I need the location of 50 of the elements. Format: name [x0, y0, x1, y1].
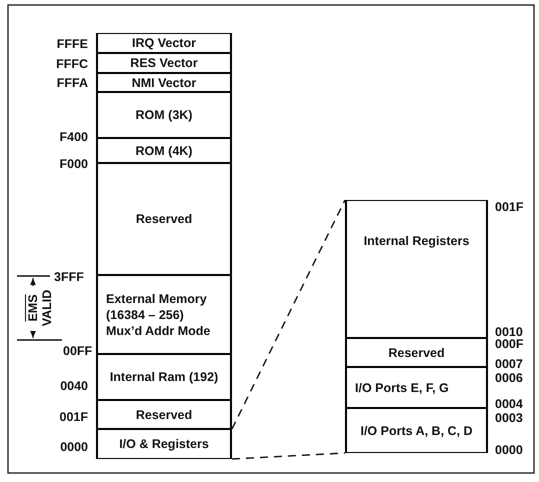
- rom-block: [96, 92, 232, 138]
- block-label: External Memory (16384 – 256) Mux’d Addr Mode: [106, 290, 212, 338]
- block-label: Internal Registers: [364, 233, 470, 249]
- block-label: Reserved: [136, 211, 192, 227]
- address-label: FFFC: [56, 57, 88, 71]
- block-label: Reserved: [136, 406, 192, 422]
- external-memory-block: [96, 275, 232, 354]
- block-label: I/O Ports A, B, C, D: [360, 422, 473, 438]
- address-label: 0004: [495, 397, 523, 411]
- address-label: 001F: [60, 410, 88, 424]
- address-label: 3FFF: [54, 270, 84, 284]
- address-label: F000: [60, 157, 88, 171]
- vector-block: [96, 33, 232, 53]
- address-label: 0000: [495, 443, 523, 457]
- block-label: Reserved: [388, 344, 445, 360]
- address-label: 00FF: [63, 344, 92, 358]
- address-label: 001F: [495, 200, 524, 214]
- vector-block: [96, 73, 232, 92]
- port-block: [345, 367, 488, 408]
- rom-block: [96, 138, 232, 163]
- ram-block: [96, 354, 232, 400]
- address-label: 0007: [495, 357, 523, 371]
- signal-name: EMS: [26, 294, 40, 322]
- address-label: 0010: [495, 325, 523, 339]
- block-label: Internal Ram (192): [110, 369, 218, 385]
- block-label: IRQ Vector: [132, 35, 196, 51]
- dashed-connector: [231, 200, 346, 430]
- block-label: RES Vector: [130, 55, 198, 71]
- block-label: I/O Ports E, F, G: [355, 380, 449, 396]
- reserved-block: [96, 163, 232, 275]
- address-label: 0003: [495, 411, 523, 425]
- reserved-block: [345, 338, 488, 367]
- vector-block: [96, 53, 232, 73]
- address-label: 0006: [495, 371, 523, 385]
- address-label: 0040: [60, 379, 88, 393]
- address-label: 0000: [60, 440, 88, 454]
- address-label: FFFE: [56, 37, 88, 51]
- address-label: FFFA: [56, 76, 88, 90]
- block-label: ROM (3K): [136, 107, 192, 123]
- register-block: [96, 429, 232, 459]
- address-label: 000F: [495, 337, 524, 351]
- signal-name: VALID: [40, 290, 54, 326]
- register-block: [345, 200, 488, 338]
- address-label: F400: [60, 130, 88, 144]
- block-label: ROM (4K): [136, 142, 192, 158]
- reserved-block: [96, 400, 232, 429]
- dashed-connector: [232, 452, 346, 460]
- port-block: [345, 408, 488, 453]
- block-label: NMI Vector: [132, 74, 196, 90]
- block-label: I/O & Registers: [119, 436, 209, 452]
